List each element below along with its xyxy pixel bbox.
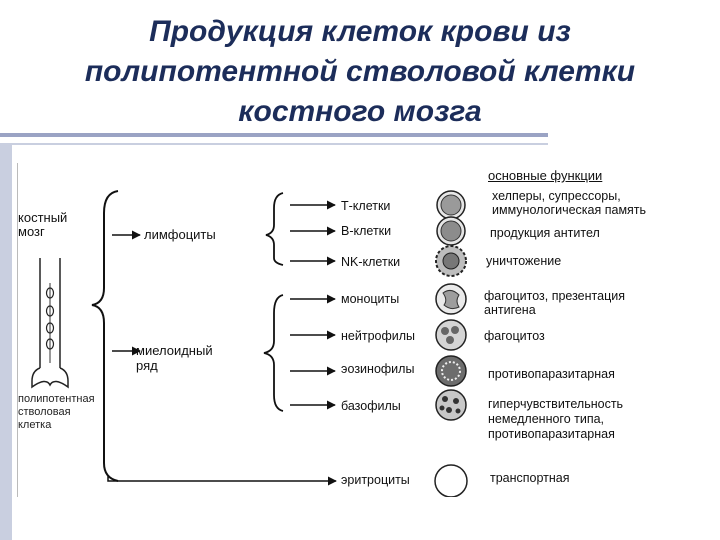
basophils-function-1: гиперчувствительность [488, 397, 624, 411]
stem-cell-label-2: стволовая [18, 406, 71, 418]
lymphocyte-brace [265, 192, 284, 266]
monocytes-label: моноциты [341, 292, 400, 306]
slide-title: Продукция клеток крови из полипотентной … [40, 12, 680, 132]
title-line-2: полипотентной стволовой клетки [84, 55, 636, 88]
myeloid-label-1: миелоидный [136, 343, 213, 358]
eosinophil-icon [435, 355, 467, 387]
basophils-label: базофилы [341, 399, 401, 413]
stem-cell-label-3: клетка [18, 419, 52, 431]
monocytes-function-1: фагоцитоз, презентация [484, 289, 625, 303]
nk-cell-icon [435, 245, 467, 277]
title-line-1: Продукция клеток крови из [149, 15, 571, 48]
erythrocytes-function: транспортная [490, 471, 570, 485]
myeloid-label-2: ряд [136, 358, 158, 373]
erythrocytes-label: эритроциты [341, 473, 410, 487]
nk-cells-function: уничтожение [486, 254, 562, 268]
main-brace [91, 190, 119, 482]
basophils-function-3: противопаразитарная [488, 427, 615, 441]
neutrophils-function: фагоцитоз [484, 329, 545, 343]
decor-stripe-1 [0, 143, 548, 145]
erythrocyte-icon [434, 464, 468, 497]
nk-cells-label: NK-клетки [341, 255, 401, 269]
neutrophils-label: нейтрофилы [341, 329, 416, 343]
bone-marrow-label-1: костный [18, 210, 68, 225]
basophils-function-2: немедленного типа, [488, 412, 605, 426]
decor-bar-left [0, 143, 12, 540]
b-cell-icon [436, 216, 466, 246]
bone-illustration [31, 258, 69, 389]
neutrophil-icon [435, 319, 467, 351]
monocytes-function-2: антигена [484, 303, 536, 317]
hematopoiesis-diagram: основные функции костный мозг полипотент… [17, 163, 701, 497]
b-cells-function: продукция антител [490, 226, 600, 240]
monocyte-icon [435, 283, 467, 315]
eosinophils-function: противопаразитарная [488, 367, 615, 381]
diagram-lines [31, 190, 468, 497]
b-cells-label: В-клетки [341, 224, 392, 238]
myeloid-brace [263, 294, 284, 412]
stem-cell-label-1: полипотентная [18, 393, 95, 405]
t-cell-icon [436, 190, 466, 220]
basophil-icon [435, 389, 467, 421]
t-cells-function-1: хелперы, супрессоры, [492, 189, 621, 203]
eosinophils-label: эозинофилы [341, 362, 415, 376]
t-cells-function-2: иммунологическая память [492, 203, 647, 217]
title-underline [0, 133, 548, 137]
t-cells-label: Т-клетки [341, 199, 391, 213]
functions-header: основные функции [488, 168, 603, 183]
lymphocytes-label: лимфоциты [144, 227, 216, 242]
bone-marrow-label-2: мозг [18, 224, 45, 239]
title-line-3: костного мозга [238, 95, 482, 128]
